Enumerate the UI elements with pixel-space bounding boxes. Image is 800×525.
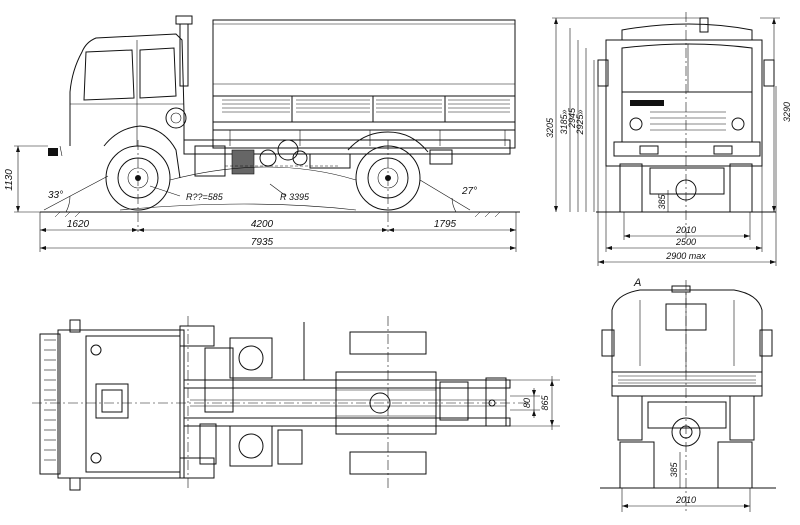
- dim-rear-overhang: 1795: [434, 219, 457, 230]
- front-wheel: [103, 125, 181, 211]
- cargo-body: [212, 19, 516, 149]
- side-view: 1620 4200 1795 7935 1130 33° 27° R??=585…: [4, 15, 520, 252]
- dim-front-overhang: 1620: [67, 219, 90, 230]
- dim-frame-80: 80: [522, 398, 532, 408]
- plan-wheels: [179, 325, 427, 479]
- rear-body: [601, 285, 773, 489]
- dim-rear-track: 2010: [675, 495, 696, 505]
- chassis: [183, 139, 511, 177]
- dim-height-3290: 3290: [782, 102, 792, 122]
- plan-view: 80 865: [32, 316, 560, 491]
- dim-platform-height: 1130: [4, 169, 15, 191]
- dim-frame-865: 865: [540, 395, 550, 411]
- front-view: 3205 3185» 2945 2925» 3290 385 2010 2500…: [545, 12, 792, 266]
- dim-overall-length: 7935: [251, 237, 274, 248]
- dim-rear-clearance: 385: [669, 462, 679, 478]
- dim-approach-angle: 33°: [48, 190, 63, 201]
- plan-dimensions: [510, 376, 560, 430]
- front-dimensions: [552, 17, 780, 266]
- dim-front-max-width: 2900 max: [665, 251, 706, 261]
- plan-frame: [183, 322, 511, 467]
- dim-height-3185: 3185»: [559, 109, 569, 134]
- rear-view-label: A: [633, 277, 641, 289]
- dim-front-radius: R??=585: [186, 192, 224, 202]
- cab: [48, 15, 193, 157]
- front-body: [597, 17, 775, 213]
- dim-height-2945: 2945: [567, 107, 577, 129]
- dim-ramp-radius: R 3395: [280, 192, 310, 202]
- dim-height-2925: 2925»: [575, 109, 585, 135]
- rear-view: A 385 2010: [600, 277, 776, 512]
- rear-dimensions: [621, 452, 751, 512]
- dim-height-3205: 3205: [545, 117, 555, 138]
- dim-front-width: 2500: [675, 237, 696, 247]
- dim-front-track: 2010: [675, 225, 696, 235]
- plan-cab: [39, 319, 185, 491]
- side-dimensions: [14, 145, 517, 252]
- dim-front-clearance: 385: [657, 194, 667, 210]
- dim-departure-angle: 27°: [461, 186, 477, 197]
- dim-wheelbase: 4200: [251, 219, 274, 230]
